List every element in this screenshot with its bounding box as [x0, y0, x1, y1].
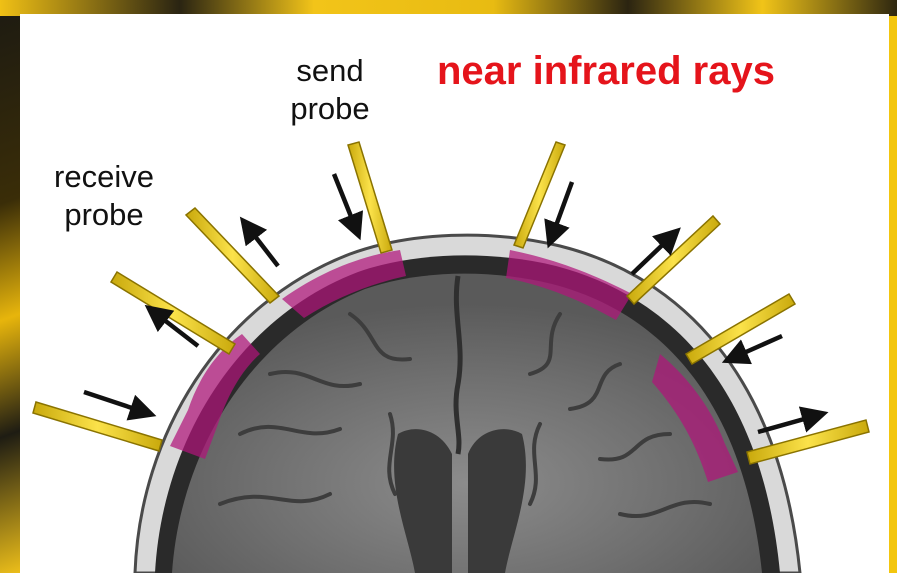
diagram-title: near infrared rays [437, 48, 857, 94]
send-probe-label-line1: send [262, 52, 398, 90]
probe-left-middle [111, 272, 235, 354]
arrow-left-upper-out [244, 222, 278, 266]
figure-panel: send probe receive probe near infrared r… [20, 14, 889, 573]
probe-left-top [348, 142, 392, 253]
arrow-left-top-in [334, 174, 358, 234]
brain-nirs-diagram [20, 14, 889, 573]
probe-right-upper [627, 216, 720, 304]
arrow-right-lower-out [758, 414, 822, 432]
send-probe-label-line2: probe [262, 90, 398, 128]
arrow-right-top-in [550, 182, 572, 242]
arrow-right-middle-in [728, 336, 782, 360]
receive-probe-label-line2: probe [24, 196, 184, 234]
arrow-left-lower-in [84, 392, 150, 414]
receive-probe-label-line1: receive [24, 158, 184, 196]
probe-right-top [514, 142, 565, 248]
probe-left-upper [186, 208, 279, 303]
receive-probe-label: receive probe [24, 158, 184, 234]
send-probe-label: send probe [262, 52, 398, 128]
